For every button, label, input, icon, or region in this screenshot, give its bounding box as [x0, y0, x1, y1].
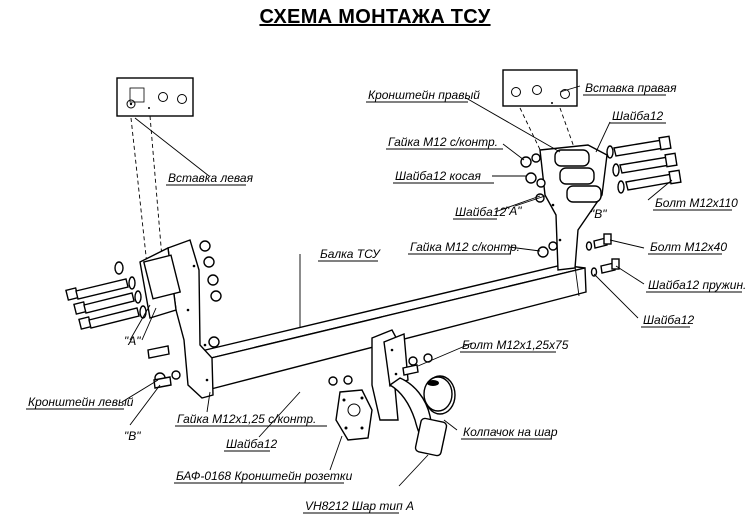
label-underlines: [26, 94, 742, 514]
label-shaiba12-bottom: Шайба12: [226, 437, 277, 451]
label-baf-kronshtein: БАФ-0168 Кронштейн розетки: [176, 469, 353, 483]
left-bracket: [139, 239, 214, 399]
right-short-bolts: [585, 233, 620, 277]
label-gaika-m12-kontr-mid: Гайка М12 с/контр.: [410, 240, 520, 254]
label-kronshtein-levyi: Кронштейн левый: [28, 395, 134, 409]
socket-bracket: [335, 389, 373, 441]
alignment-lines: [130, 107, 576, 266]
label-bolt-m12x125x75: Болт М12х1,25х75: [462, 338, 569, 352]
label-gaika-m12x125-kontr: Гайка М12х1,25 с/контр.: [177, 412, 316, 426]
label-bolt-m12x110: Болт М12х110: [655, 196, 738, 210]
label-kolpachok: Колпачок на шар: [463, 425, 558, 439]
right-nuts: [520, 153, 558, 258]
label-mark-a-top: "А": [505, 204, 522, 218]
page-title: СХЕМА МОНТАЖА ТСУ: [259, 6, 491, 28]
label-shaiba12-kosaya: Шайба12 косая: [395, 169, 482, 183]
right-long-bolts: [606, 135, 682, 194]
label-shaiba12-top: Шайба12: [612, 109, 663, 123]
label-shar: VН8212 Шар тип А: [305, 499, 414, 513]
label-shaiba12-pruzhin: Шайба12 пружин.: [648, 278, 746, 292]
label-vstavka-pravaya: Вставка правая: [585, 81, 677, 95]
label-gaika-m12-kontr-top: Гайка М12 с/контр.: [388, 135, 498, 149]
right-bracket: [539, 144, 608, 271]
label-shaiba12-mid: Шайба12: [455, 205, 506, 219]
centre-nuts: [328, 353, 433, 386]
right-insert-plate: [502, 69, 578, 107]
leader-lines: [121, 85, 673, 487]
label-mark-b-top: "В": [590, 207, 607, 221]
left-small-bolts: [147, 345, 172, 389]
ball-mount-bracket: [371, 329, 409, 421]
label-mark-a-left: "А": [124, 334, 141, 348]
left-bolts: [65, 261, 147, 330]
label-vstavka-levaya: Вставка левая: [168, 171, 254, 185]
label-kronshtein-pravyi: Кронштейн правый: [368, 88, 480, 102]
left-insert-plate: [116, 77, 194, 117]
label-balka-tsu: Балка ТСУ: [320, 247, 381, 261]
label-mark-b-left: "В": [124, 429, 141, 443]
label-bolt-m12x40: Болт М12х40: [650, 240, 727, 254]
label-shaiba12-right: Шайба12: [643, 313, 694, 327]
tow-ball: [388, 375, 456, 457]
